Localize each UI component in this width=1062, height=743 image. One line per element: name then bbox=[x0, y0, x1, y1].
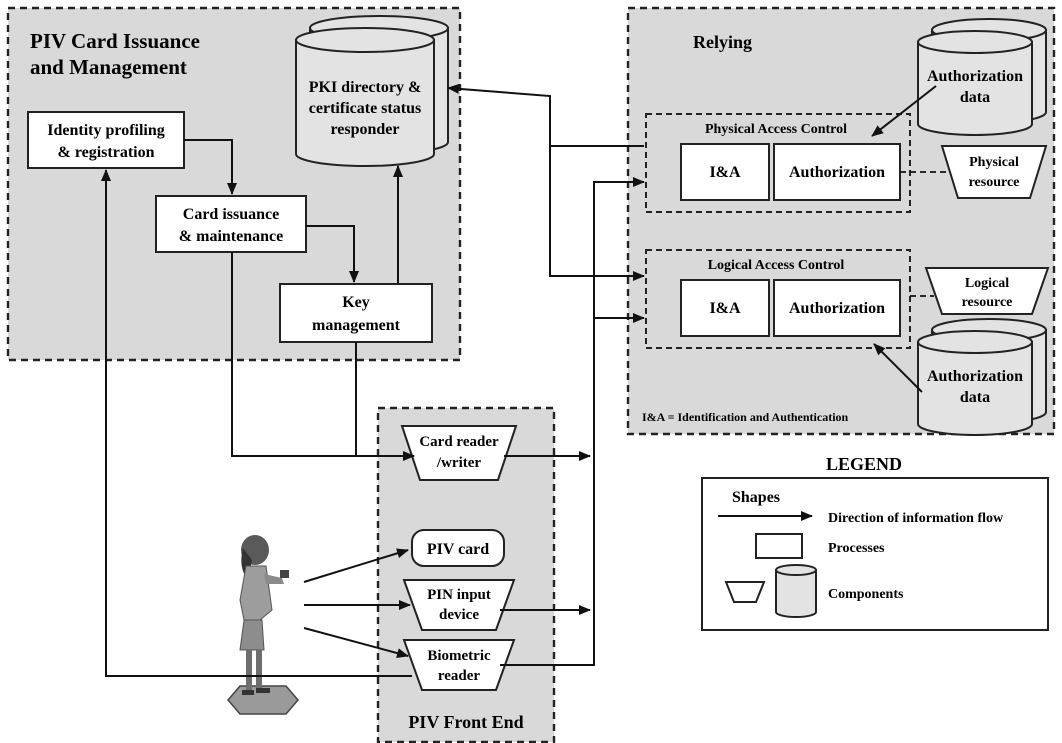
flow-issuance-to-card-reader bbox=[231, 252, 415, 461]
physical-ac-title: Physical Access Control bbox=[705, 122, 847, 137]
front-end-title: PIV Front End bbox=[408, 712, 523, 732]
card-reader-line2: /writer bbox=[436, 455, 481, 471]
logical-authorization-box bbox=[773, 279, 901, 337]
physical-ia-label: I&A bbox=[709, 164, 741, 181]
card-issuance-box bbox=[155, 195, 307, 253]
auth-data-bottom-line1: Authorization bbox=[927, 368, 1023, 385]
authorization-data-database-top bbox=[917, 18, 1047, 136]
pki-directory-database bbox=[295, 15, 449, 167]
pin-line1: PIN input bbox=[427, 587, 491, 603]
legend-process-sample bbox=[755, 533, 803, 559]
logical-ia-label: I&A bbox=[709, 300, 741, 317]
flow-biometric-to-identity bbox=[101, 169, 412, 677]
physical-access-control-group bbox=[645, 113, 911, 213]
ia-footnote: I&A = Identification and Authentication bbox=[642, 410, 849, 424]
auth-data-top-line1: Authorization bbox=[927, 68, 1023, 85]
flow-pki-exchange bbox=[549, 145, 645, 281]
logical-resource-line2: resource bbox=[962, 295, 1013, 310]
pki-label-line3: responder bbox=[330, 121, 399, 138]
legend-flow-label: Direction of information flow bbox=[828, 511, 1004, 526]
pki-label-line2: certificate status bbox=[309, 100, 421, 117]
flow-person-to-biometric bbox=[303, 627, 409, 658]
flow-person-to-piv-card bbox=[303, 548, 409, 583]
pin-line2: device bbox=[439, 607, 479, 623]
legend-processes-label: Processes bbox=[828, 541, 885, 556]
identity-line2: & registration bbox=[57, 144, 154, 161]
legend-shapes-label: Shapes bbox=[732, 489, 780, 506]
physical-ia-box bbox=[680, 143, 770, 201]
physical-resource-line2: resource bbox=[969, 175, 1020, 190]
logical-ac-title: Logical Access Control bbox=[708, 258, 845, 273]
logical-resource-line1: Logical bbox=[965, 276, 1009, 291]
biometric-reader-component bbox=[402, 639, 516, 691]
flow-to-pki bbox=[447, 83, 551, 146]
user-person-icon bbox=[227, 535, 299, 715]
logical-authorization-label: Authorization bbox=[789, 300, 885, 317]
legend-trapezoid-sample bbox=[724, 581, 766, 603]
key-mgmt-line1: Key bbox=[342, 294, 370, 311]
issuance-title-line1: PIV Card Issuance bbox=[30, 29, 200, 53]
flow-authdata-to-logical bbox=[873, 343, 923, 393]
card-issuance-line2: & maintenance bbox=[179, 228, 283, 245]
logical-ia-box bbox=[680, 279, 770, 337]
physical-resource-component bbox=[940, 145, 1048, 199]
flow-identity-to-issuance bbox=[184, 139, 237, 195]
piv-card-label: PIV card bbox=[427, 541, 489, 558]
piv-card-box bbox=[411, 529, 505, 567]
flow-authdata-to-physical bbox=[871, 85, 937, 137]
legend-cylinder-sample bbox=[775, 564, 817, 618]
bio-line2: reader bbox=[438, 668, 481, 684]
logical-access-control-group bbox=[645, 249, 911, 349]
physical-resource-line1: Physical bbox=[969, 155, 1019, 170]
relying-title: Relying bbox=[693, 32, 752, 52]
authorization-data-database-bottom bbox=[917, 318, 1047, 436]
legend-components-label: Components bbox=[828, 587, 904, 602]
auth-data-top-line2: data bbox=[960, 89, 990, 106]
flow-issuance-to-key bbox=[306, 225, 359, 283]
auth-data-bottom-line2: data bbox=[960, 389, 990, 406]
identity-line1: Identity profiling bbox=[47, 122, 165, 139]
card-issuance-line1: Card issuance bbox=[183, 206, 279, 223]
physical-authorization-label: Authorization bbox=[789, 164, 885, 181]
key-management-box bbox=[279, 283, 433, 343]
card-reader-writer-component bbox=[400, 425, 518, 481]
logical-resource-component bbox=[924, 267, 1050, 315]
bio-line1: Biometric bbox=[427, 648, 491, 664]
pin-input-device-component bbox=[402, 579, 516, 631]
physical-authorization-box bbox=[773, 143, 901, 201]
card-reader-line1: Card reader bbox=[419, 434, 499, 450]
legend-title: LEGEND bbox=[826, 454, 902, 474]
flow-bio-bus bbox=[500, 177, 645, 666]
key-mgmt-line2: management bbox=[312, 317, 401, 334]
issuance-title-line2: and Management bbox=[30, 55, 187, 79]
pki-label-line1: PKI directory & bbox=[309, 79, 422, 96]
